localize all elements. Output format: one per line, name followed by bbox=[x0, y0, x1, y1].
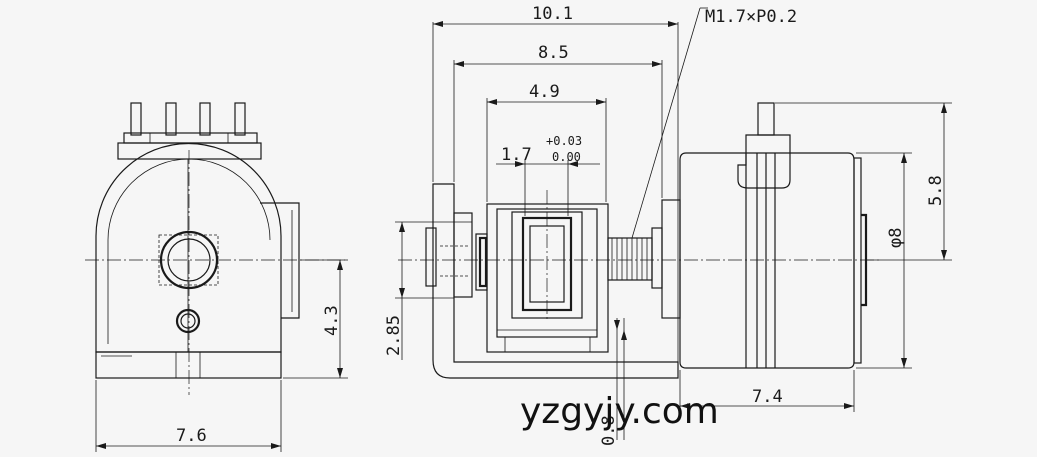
motor-housing bbox=[95, 142, 282, 353]
dim-width-8-5: 8.5 bbox=[538, 43, 569, 63]
side-view: 10.1 8.5 4.9 1.7 +0.03 0.00 M1.7×P0.2 bbox=[384, 4, 952, 446]
thread-spec: M1.7×P0.2 bbox=[705, 7, 797, 27]
end-view: 4.3 7.6 bbox=[85, 102, 348, 452]
dim-width-1-7: 1.7 bbox=[501, 145, 532, 165]
connector-pins bbox=[123, 102, 258, 144]
dim-height-5-8: 5.8 bbox=[926, 175, 946, 206]
tolerance-lower: 0.00 bbox=[552, 150, 581, 164]
stepper-motor-can bbox=[679, 102, 868, 369]
dim-width-7-4: 7.4 bbox=[752, 387, 783, 407]
dim-width-10-1: 10.1 bbox=[532, 4, 573, 24]
dim-height-2-85: 2.85 bbox=[384, 315, 404, 356]
dim-width-4-9: 4.9 bbox=[529, 82, 560, 102]
dim-width-7-6: 7.6 bbox=[176, 426, 207, 446]
mounting-bracket bbox=[432, 183, 679, 379]
dim-height-4-3: 4.3 bbox=[322, 305, 342, 336]
tolerance-upper: +0.03 bbox=[546, 134, 582, 148]
dim-thickness-0-8: 0.8 bbox=[599, 415, 619, 446]
watermark: yzgyjy.com bbox=[520, 391, 719, 432]
connector-block bbox=[117, 142, 262, 160]
mounting-hole bbox=[175, 308, 201, 334]
lead-screw bbox=[607, 237, 653, 281]
side-bracket bbox=[260, 202, 300, 319]
dim-diameter-8: φ8 bbox=[886, 228, 906, 248]
